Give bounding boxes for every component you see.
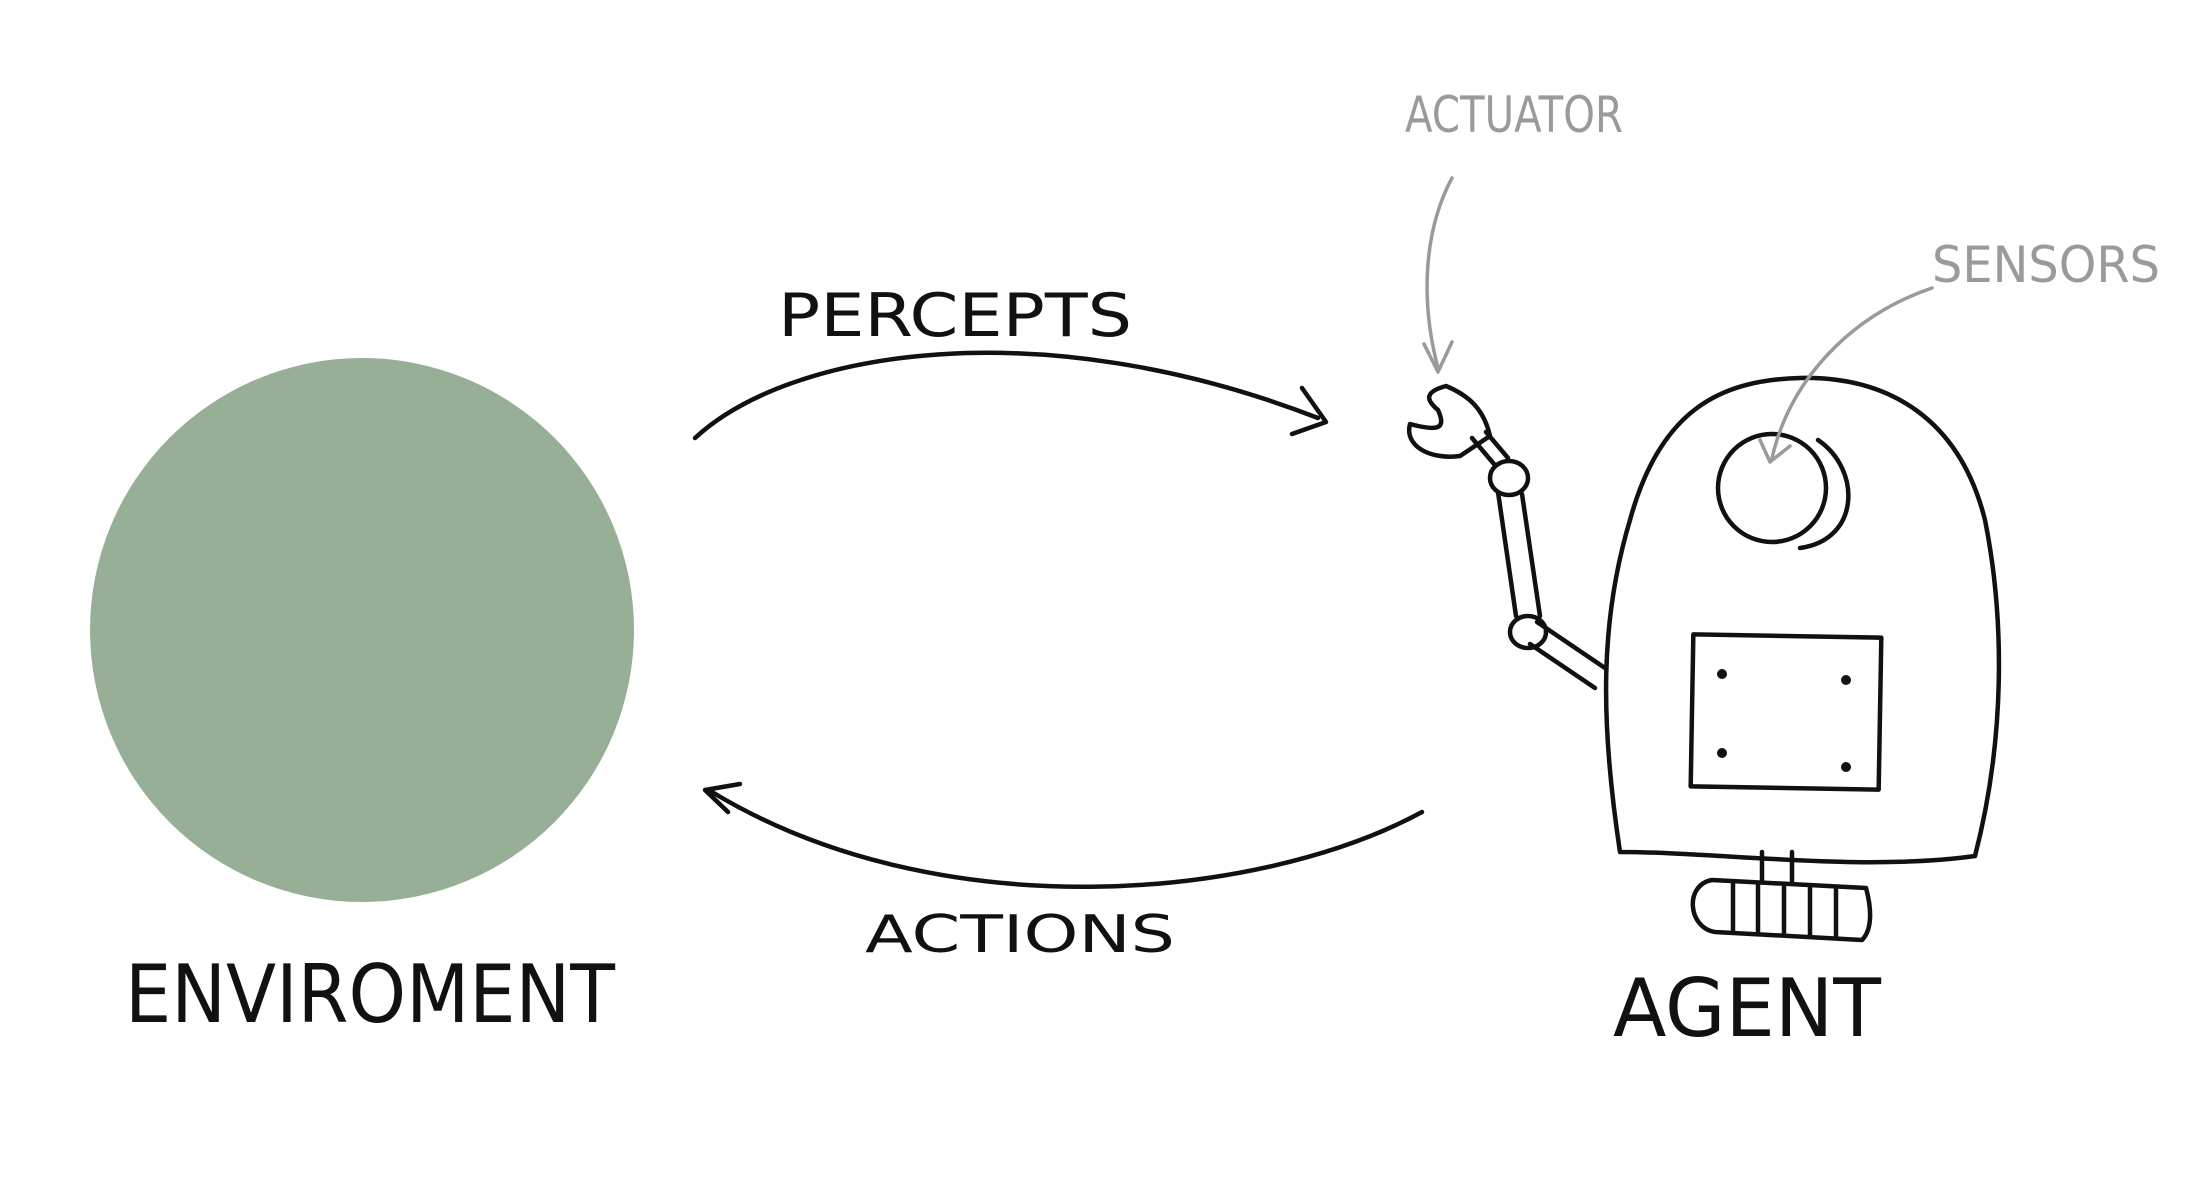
sensors-label: SENSORS (1932, 236, 2160, 294)
actions-label: ACTIONS (865, 905, 1175, 965)
robot-leg (1759, 849, 1795, 885)
panel-screw (1841, 675, 1851, 685)
percepts-arrow (692, 350, 1329, 441)
agent-label: AGENT (1613, 962, 1882, 1055)
agent-robot (1406, 375, 2002, 943)
actuator-wrench (1406, 383, 1493, 459)
environment-circle (90, 358, 634, 902)
panel-screw (1717, 748, 1727, 758)
environment-label: ENVIROMENT (125, 948, 616, 1041)
sensors-annotation (1758, 286, 1934, 464)
robot-panel (1688, 632, 1884, 792)
actions-arrow (702, 781, 1425, 889)
percepts-label: PERCEPTS (778, 281, 1132, 351)
actuator-annotation (1422, 176, 1454, 374)
panel-screw (1717, 669, 1727, 679)
robot-body (1603, 375, 2002, 865)
sensor-eye (1715, 431, 1851, 551)
robot-arm (1469, 429, 1608, 691)
actuator-label: ACTUATOR (1405, 86, 1623, 144)
panel-screw (1841, 762, 1851, 772)
robot-foot (1690, 877, 1873, 943)
